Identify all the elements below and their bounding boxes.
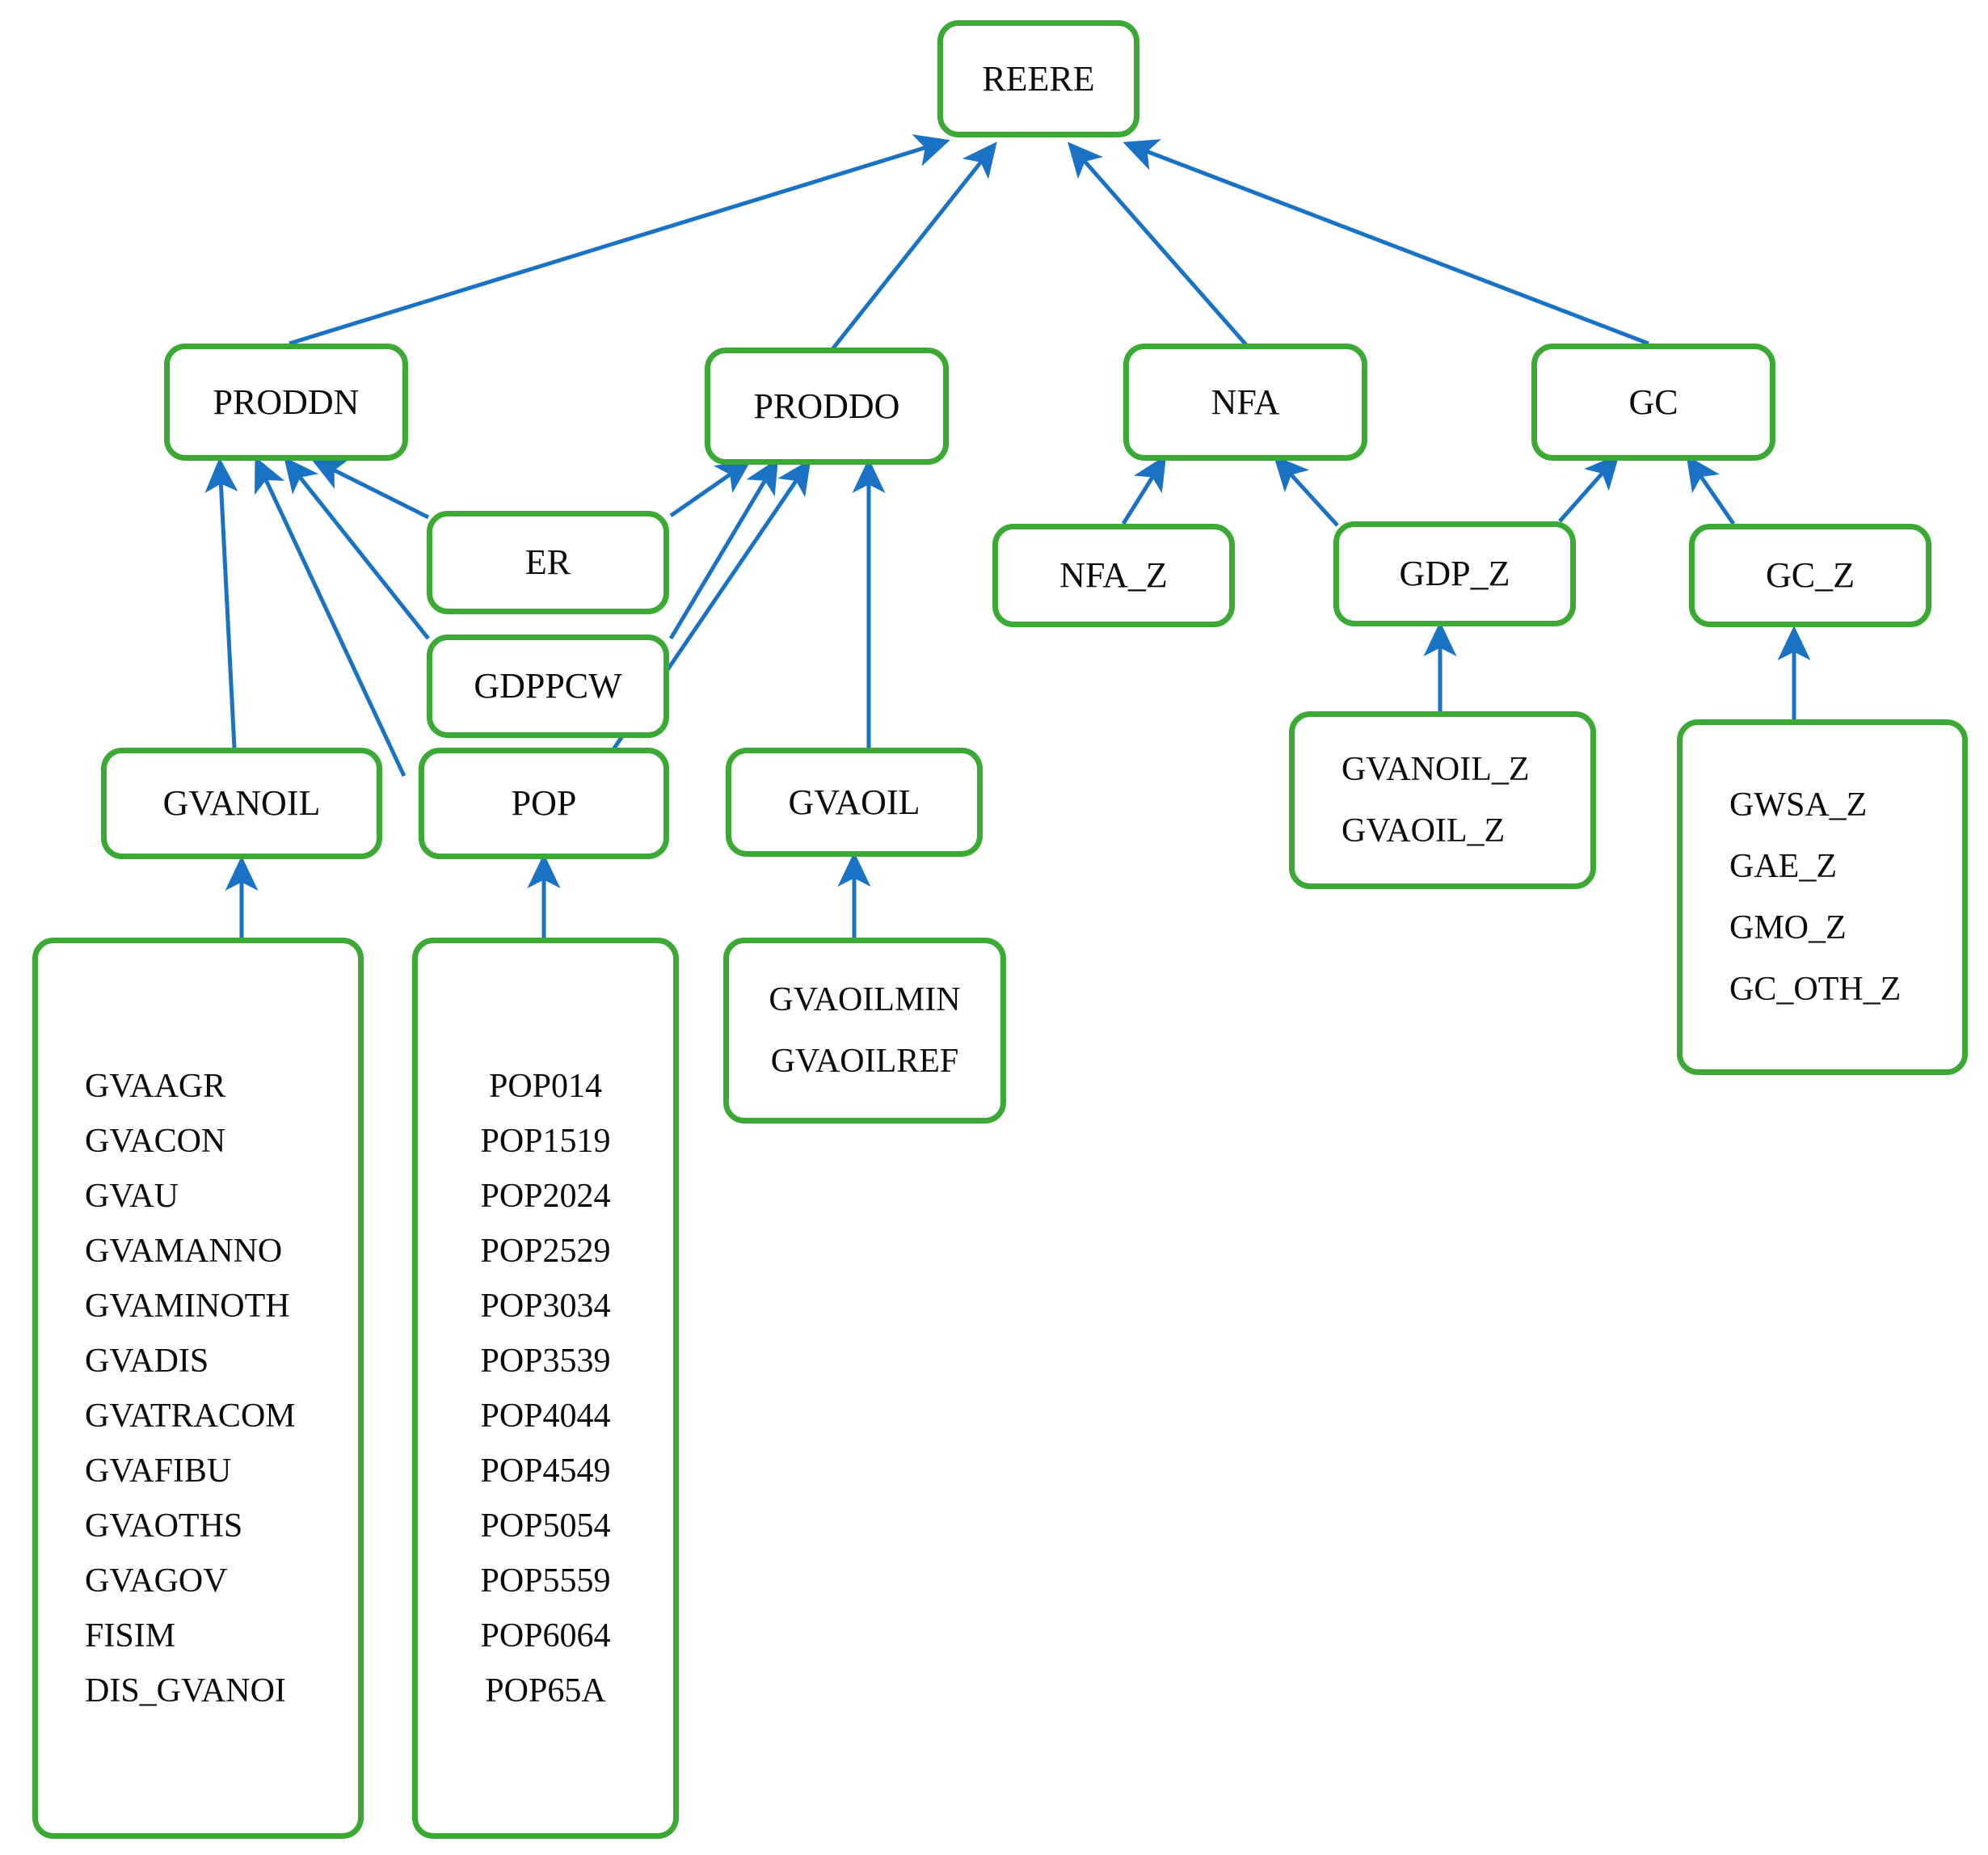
list-item: GVADIS [85,1342,209,1380]
gvaoil-leaf-items: GVAOILMIN GVAOILREF [729,955,1000,1106]
node-gc-z-label: GC_Z [1766,555,1855,595]
list-item: POP65A [485,1672,606,1710]
node-proddn-label: PRODDN [213,382,360,422]
list-item: GVAU [85,1177,179,1215]
node-gvaoil[interactable]: GVAOIL [726,748,983,857]
edge-gdppcw-proddo [668,457,779,640]
list-item: GVAOIL_Z [1341,812,1506,850]
node-proddo[interactable]: PRODDO [705,348,949,465]
list-item: DIS_GVANOI [85,1672,286,1710]
list-item: POP5054 [480,1507,611,1545]
node-proddn[interactable]: PRODDN [164,344,408,461]
list-item: GWSA_Z [1729,786,1868,824]
edge-gdpz-gc [1558,453,1619,523]
node-gvanoil-leaf-list[interactable]: GVAAGR GVACON GVAU GVAMANNO GVAMINOTH GVADIS G… [32,938,364,1839]
node-gvanoil[interactable]: GVANOIL [101,748,382,859]
edge-gcz-gc [1686,455,1736,525]
edge-gdppcw-proddn [284,457,430,640]
gdp-z-leaf-items: GVANOIL_Z GVAOIL_Z [1295,725,1590,875]
edge-gvanoil-proddn [204,457,238,748]
list-item: GVATRACOM [85,1397,296,1435]
list-item: GVAMINOTH [85,1287,290,1325]
list-item: POP4549 [480,1452,611,1490]
list-item: POP2529 [480,1232,611,1270]
list-item: POP2024 [480,1177,611,1215]
list-item: GVAGOV [85,1562,228,1600]
node-reere[interactable]: REERE [937,20,1139,137]
edge-nfaz-nfa [1121,454,1167,525]
gc-z-leaf-items: GWSA_Z GAE_Z GMO_Z GC_OTH_Z [1683,761,1962,1034]
node-gc[interactable]: GC [1531,344,1775,461]
list-item: GVAFIBU [85,1452,232,1490]
list-item: GVANOIL_Z [1341,751,1530,788]
list-item: GVAOTHS [85,1507,243,1545]
list-item: POP3034 [480,1287,611,1325]
list-item: GC_OTH_Z [1729,971,1902,1008]
node-proddo-label: PRODDO [753,386,900,426]
node-nfa-label: NFA [1211,382,1280,422]
node-pop-label: POP [511,783,577,823]
list-item: GVACON [85,1122,226,1160]
edge-pop-proddn [255,456,406,778]
node-er-label: ER [524,542,571,582]
node-nfa[interactable]: NFA [1123,344,1367,461]
list-item: GAE_Z [1729,848,1837,885]
node-gvanoil-label: GVANOIL [162,783,321,823]
node-gc-label: GC [1628,382,1678,422]
node-gc-z-leaf-list[interactable]: GWSA_Z GAE_Z GMO_Z GC_OTH_Z [1677,719,1968,1075]
list-item: POP3539 [480,1342,611,1380]
edge-gdpz-nfa [1273,455,1339,527]
node-gc-z[interactable]: GC_Z [1689,524,1931,627]
list-item: GVAOILREF [770,1043,959,1080]
list-item: GVAOILMIN [769,981,961,1018]
node-gdppcw[interactable]: GDPPCW [427,634,669,738]
edge-gc-reere [1122,139,1649,346]
node-nfa-z[interactable]: NFA_Z [992,524,1235,627]
edge-proddo-reere [831,141,997,351]
list-item: GVAMANNO [85,1232,283,1270]
edge-er-proddn [310,458,430,520]
list-item: GMO_Z [1729,909,1847,946]
list-item: POP6064 [480,1617,611,1655]
list-item: POP4044 [480,1397,611,1435]
gvanoil-leaf-items: GVAAGR GVACON GVAU GVAMANNO GVAMINOTH GVADIS G… [38,1048,358,1729]
edge-nfa-reere [1068,141,1250,349]
node-er[interactable]: ER [427,511,669,614]
list-item: POP1519 [480,1122,611,1160]
list-item: POP5559 [480,1562,611,1600]
edge-proddn-reere [289,134,950,346]
list-item: GVAAGR [85,1067,226,1105]
edge-er-proddo [669,459,752,518]
node-nfa-z-label: NFA_Z [1059,555,1168,595]
node-gdp-z-leaf-list[interactable]: GVANOIL_Z GVAOIL_Z [1289,711,1596,889]
node-gdp-z[interactable]: GDP_Z [1333,521,1576,626]
node-gvaoil-label: GVAOIL [788,782,920,822]
node-gdppcw-label: GDPPCW [474,666,622,706]
node-reere-label: REERE [982,58,1095,99]
list-item: POP014 [488,1067,603,1105]
list-item: FISIM [85,1617,176,1655]
node-gdp-z-label: GDP_Z [1399,554,1510,593]
node-gvaoil-leaf-list[interactable]: GVAOILMIN GVAOILREF [723,938,1006,1124]
node-pop[interactable]: POP [419,748,669,859]
